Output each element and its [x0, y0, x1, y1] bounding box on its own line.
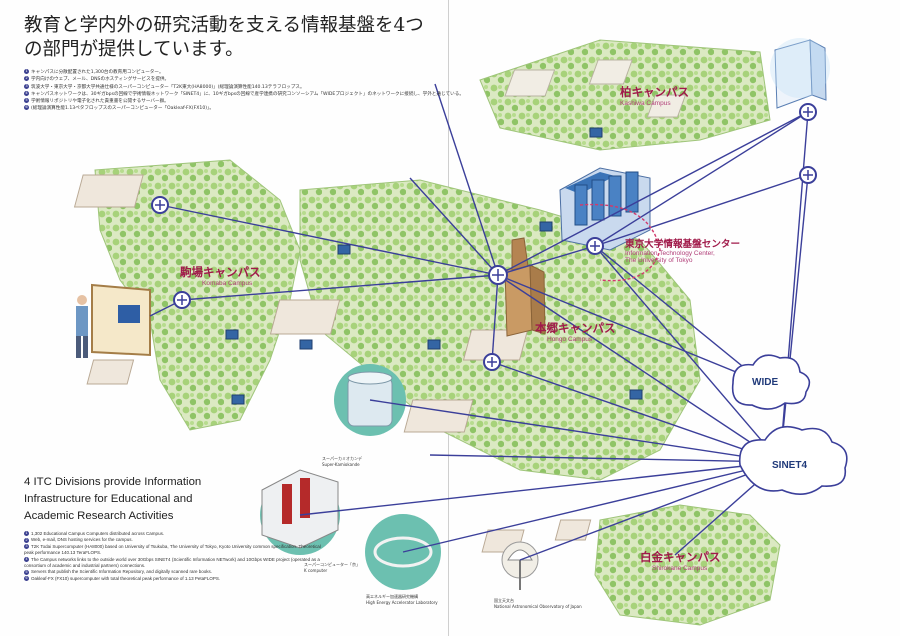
number-badge-icon: 5	[24, 98, 29, 104]
kamiokande-label: スーパーカミオカンデ Super-Kamiokande	[322, 456, 362, 467]
number-badge-icon: 6	[24, 105, 29, 111]
naoj-telescope-icon	[501, 541, 539, 590]
wide-cloud	[731, 354, 811, 410]
shirokane-campus-area	[481, 504, 781, 626]
router-icon	[483, 353, 501, 371]
number-badge-icon: 3	[24, 83, 29, 89]
komaba-campus-label: 駒場キャンパス Komaba Campus	[180, 265, 261, 287]
number-badge-icon: 1	[24, 69, 29, 74]
number-badge-icon: 4	[24, 556, 29, 562]
router-icon	[488, 265, 508, 285]
hongo-campus-label: 本郷キャンパス Hongo Campus	[535, 321, 616, 343]
user-terminal-illustration	[76, 283, 151, 358]
router-icon	[799, 166, 817, 184]
number-badge-icon: 2	[24, 76, 29, 82]
itc-highlight-ring	[579, 203, 661, 282]
number-badge-icon: 3	[24, 544, 29, 550]
sinet4-label: SINET4	[772, 460, 808, 471]
sinet4-cloud	[738, 425, 848, 495]
wide-label: WIDE	[752, 377, 779, 388]
kashiwa-campus-area	[479, 39, 771, 151]
page-title-jp: 教育と学内外の研究活動を支える情報基盤を4つの部門が提供しています。	[24, 15, 424, 60]
page-title-en: 4 ITC Divisions provide Information Infr…	[24, 476, 202, 522]
number-badge-icon: 1	[24, 531, 29, 537]
number-badge-icon: 5	[24, 569, 29, 575]
kashiwa-campus-label: 柏キャンパス Kashiwa Campus	[620, 85, 689, 107]
itc-label: 東京大学情報基盤センター Information Technology Cent…	[625, 239, 741, 264]
kashiwa-server-tower	[770, 38, 830, 109]
computer-terminal-icon	[225, 127, 643, 405]
router-icon	[586, 237, 604, 255]
naoj-label: 国立天文台 National Astronomical Observatory …	[494, 598, 582, 609]
list-item: 6(総理論演算性能1.13ペタフロップスのスーパーコンピューター「Oakleaf…	[24, 105, 214, 112]
number-badge-icon: 4	[24, 90, 29, 96]
k-computer-label: スーパーコンピューター「京」 K computer	[304, 562, 360, 573]
router-icon	[799, 103, 817, 121]
number-badge-icon: 6	[24, 576, 29, 582]
router-icon	[151, 196, 169, 214]
number-badge-icon: 2	[24, 537, 29, 543]
network-links	[149, 83, 809, 561]
kek-label: 高エネルギー加速器研究機構 High Energy Accelerator La…	[366, 594, 438, 605]
router-icon	[173, 291, 191, 309]
shirokane-campus-label: 白金キャンパス Shirokane Campus	[640, 550, 721, 572]
